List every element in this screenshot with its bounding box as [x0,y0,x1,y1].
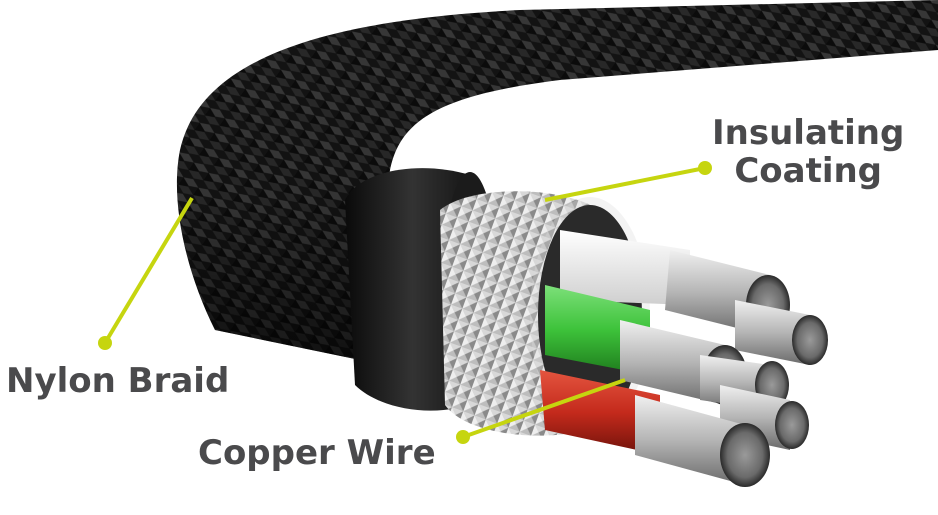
insulating-coating-label: Insulating Coating [712,114,904,190]
insulating-label-line1: Insulating [712,113,905,153]
nylon-braid-label: Nylon Braid [6,361,230,401]
callout-copper-wire [456,378,626,444]
insulating-label-line2: Coating [734,151,883,192]
copper-strands [620,250,828,487]
callout-nylon-braid [98,196,194,350]
callout-insulating [544,161,712,202]
copper-wire-label: Copper Wire [198,433,436,473]
